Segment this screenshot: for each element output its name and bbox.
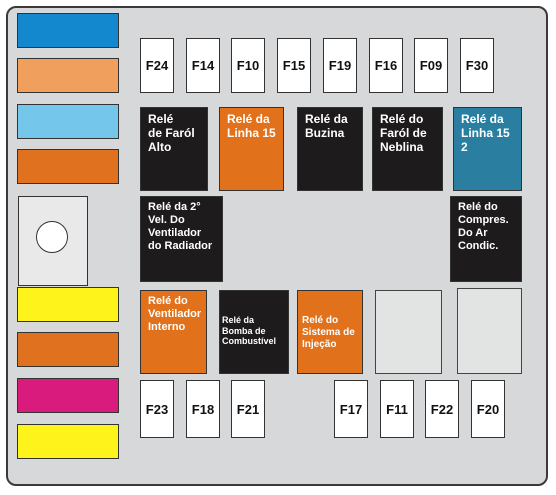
relay-label: Linha 15 [461, 126, 510, 141]
relay-buzina: Relé da Buzina [297, 107, 363, 191]
relay-ventilador-radiador: Relé da 2° Vel. Do Ventilador do Radiado… [140, 196, 223, 282]
relay-label: Compres. [458, 213, 509, 226]
orange-maxi-fuse-lower [17, 332, 119, 367]
mounting-screw-block [18, 196, 88, 286]
relay-label: 2 [461, 140, 468, 155]
fuse-f20: F20 [471, 380, 505, 438]
relay-label: Relé da 2° [148, 201, 201, 213]
fuse-f18: F18 [186, 380, 220, 438]
relay-label: Condic. [458, 239, 499, 252]
fuse-f09: F09 [414, 38, 448, 93]
relay-label: Bomba de [222, 325, 266, 336]
fuse-f16: F16 [369, 38, 403, 93]
orange-maxi-fuse [17, 149, 119, 184]
relay-label: Ventilador [148, 226, 202, 239]
empty-relay-slot [375, 290, 442, 374]
fuse-f22: F22 [425, 380, 459, 438]
relay-label: Combustível [222, 336, 277, 347]
relay-label: Sistema de [302, 326, 355, 338]
relay-label: Faról de [380, 126, 427, 141]
fuse-f30: F30 [460, 38, 494, 93]
relay-sistema-injecao: Relé do Sistema de Injeção [297, 290, 363, 374]
fuse-f10: F10 [231, 38, 265, 93]
relay-ventilador-interno: Relé do Ventilador Interno [140, 290, 207, 374]
relay-label: Relé [148, 112, 174, 126]
relay-compressor-ar: Relé do Compres. Do Ar Condic. [450, 196, 522, 282]
relay-label: Vel. Do [148, 213, 185, 226]
yellow-maxi-fuse-bottom [17, 424, 119, 459]
relay-label: Relé da [222, 315, 255, 325]
blue-maxi-fuse [17, 13, 119, 48]
fuse-f17: F17 [334, 380, 368, 438]
relay-farol-neblina: Relé do Faról de Neblina [372, 107, 443, 191]
relay-label: Relé do [148, 295, 188, 307]
relay-label: de Faról [148, 126, 195, 141]
relay-linha-15-2: Relé da Linha 15 2 [453, 107, 522, 191]
light-orange-maxi-fuse [17, 58, 119, 93]
relay-label: do Radiador [148, 239, 213, 252]
relay-label: Relé do [302, 315, 339, 326]
relay-label: Buzina [305, 126, 345, 141]
relay-bomba-combustivel: Relé da Bomba de Combustível [219, 290, 289, 374]
fuse-f24: F24 [140, 38, 174, 93]
screw-hole-icon [36, 221, 68, 253]
relay-linha-15: Relé da Linha 15 [219, 107, 284, 191]
relay-label: Relé da [461, 112, 504, 126]
relay-label: Ventilador [148, 307, 202, 320]
fuse-f21: F21 [231, 380, 265, 438]
magenta-maxi-fuse [17, 378, 119, 413]
fuse-f15: F15 [277, 38, 311, 93]
yellow-maxi-fuse-top [17, 287, 119, 322]
relay-label: Relé da [227, 112, 270, 126]
relay-farol-alto: Relé de Faról Alto [140, 107, 208, 191]
empty-relay-slot [457, 288, 522, 374]
relay-label: Relé do [458, 201, 498, 213]
relay-label: Interno [148, 320, 186, 333]
relay-label: Relé do [380, 112, 424, 126]
relay-label: Relé da [305, 112, 348, 126]
relay-label: Do Ar [458, 226, 488, 239]
relay-label: Alto [148, 140, 172, 155]
light-blue-maxi-fuse [17, 104, 119, 139]
relay-label: Injeção [302, 338, 337, 350]
fuse-f11: F11 [380, 380, 414, 438]
relay-label: Neblina [380, 140, 424, 155]
relay-label: Linha 15 [227, 126, 276, 141]
fuse-f19: F19 [323, 38, 357, 93]
fuse-f23: F23 [140, 380, 174, 438]
fuse-f14: F14 [186, 38, 220, 93]
